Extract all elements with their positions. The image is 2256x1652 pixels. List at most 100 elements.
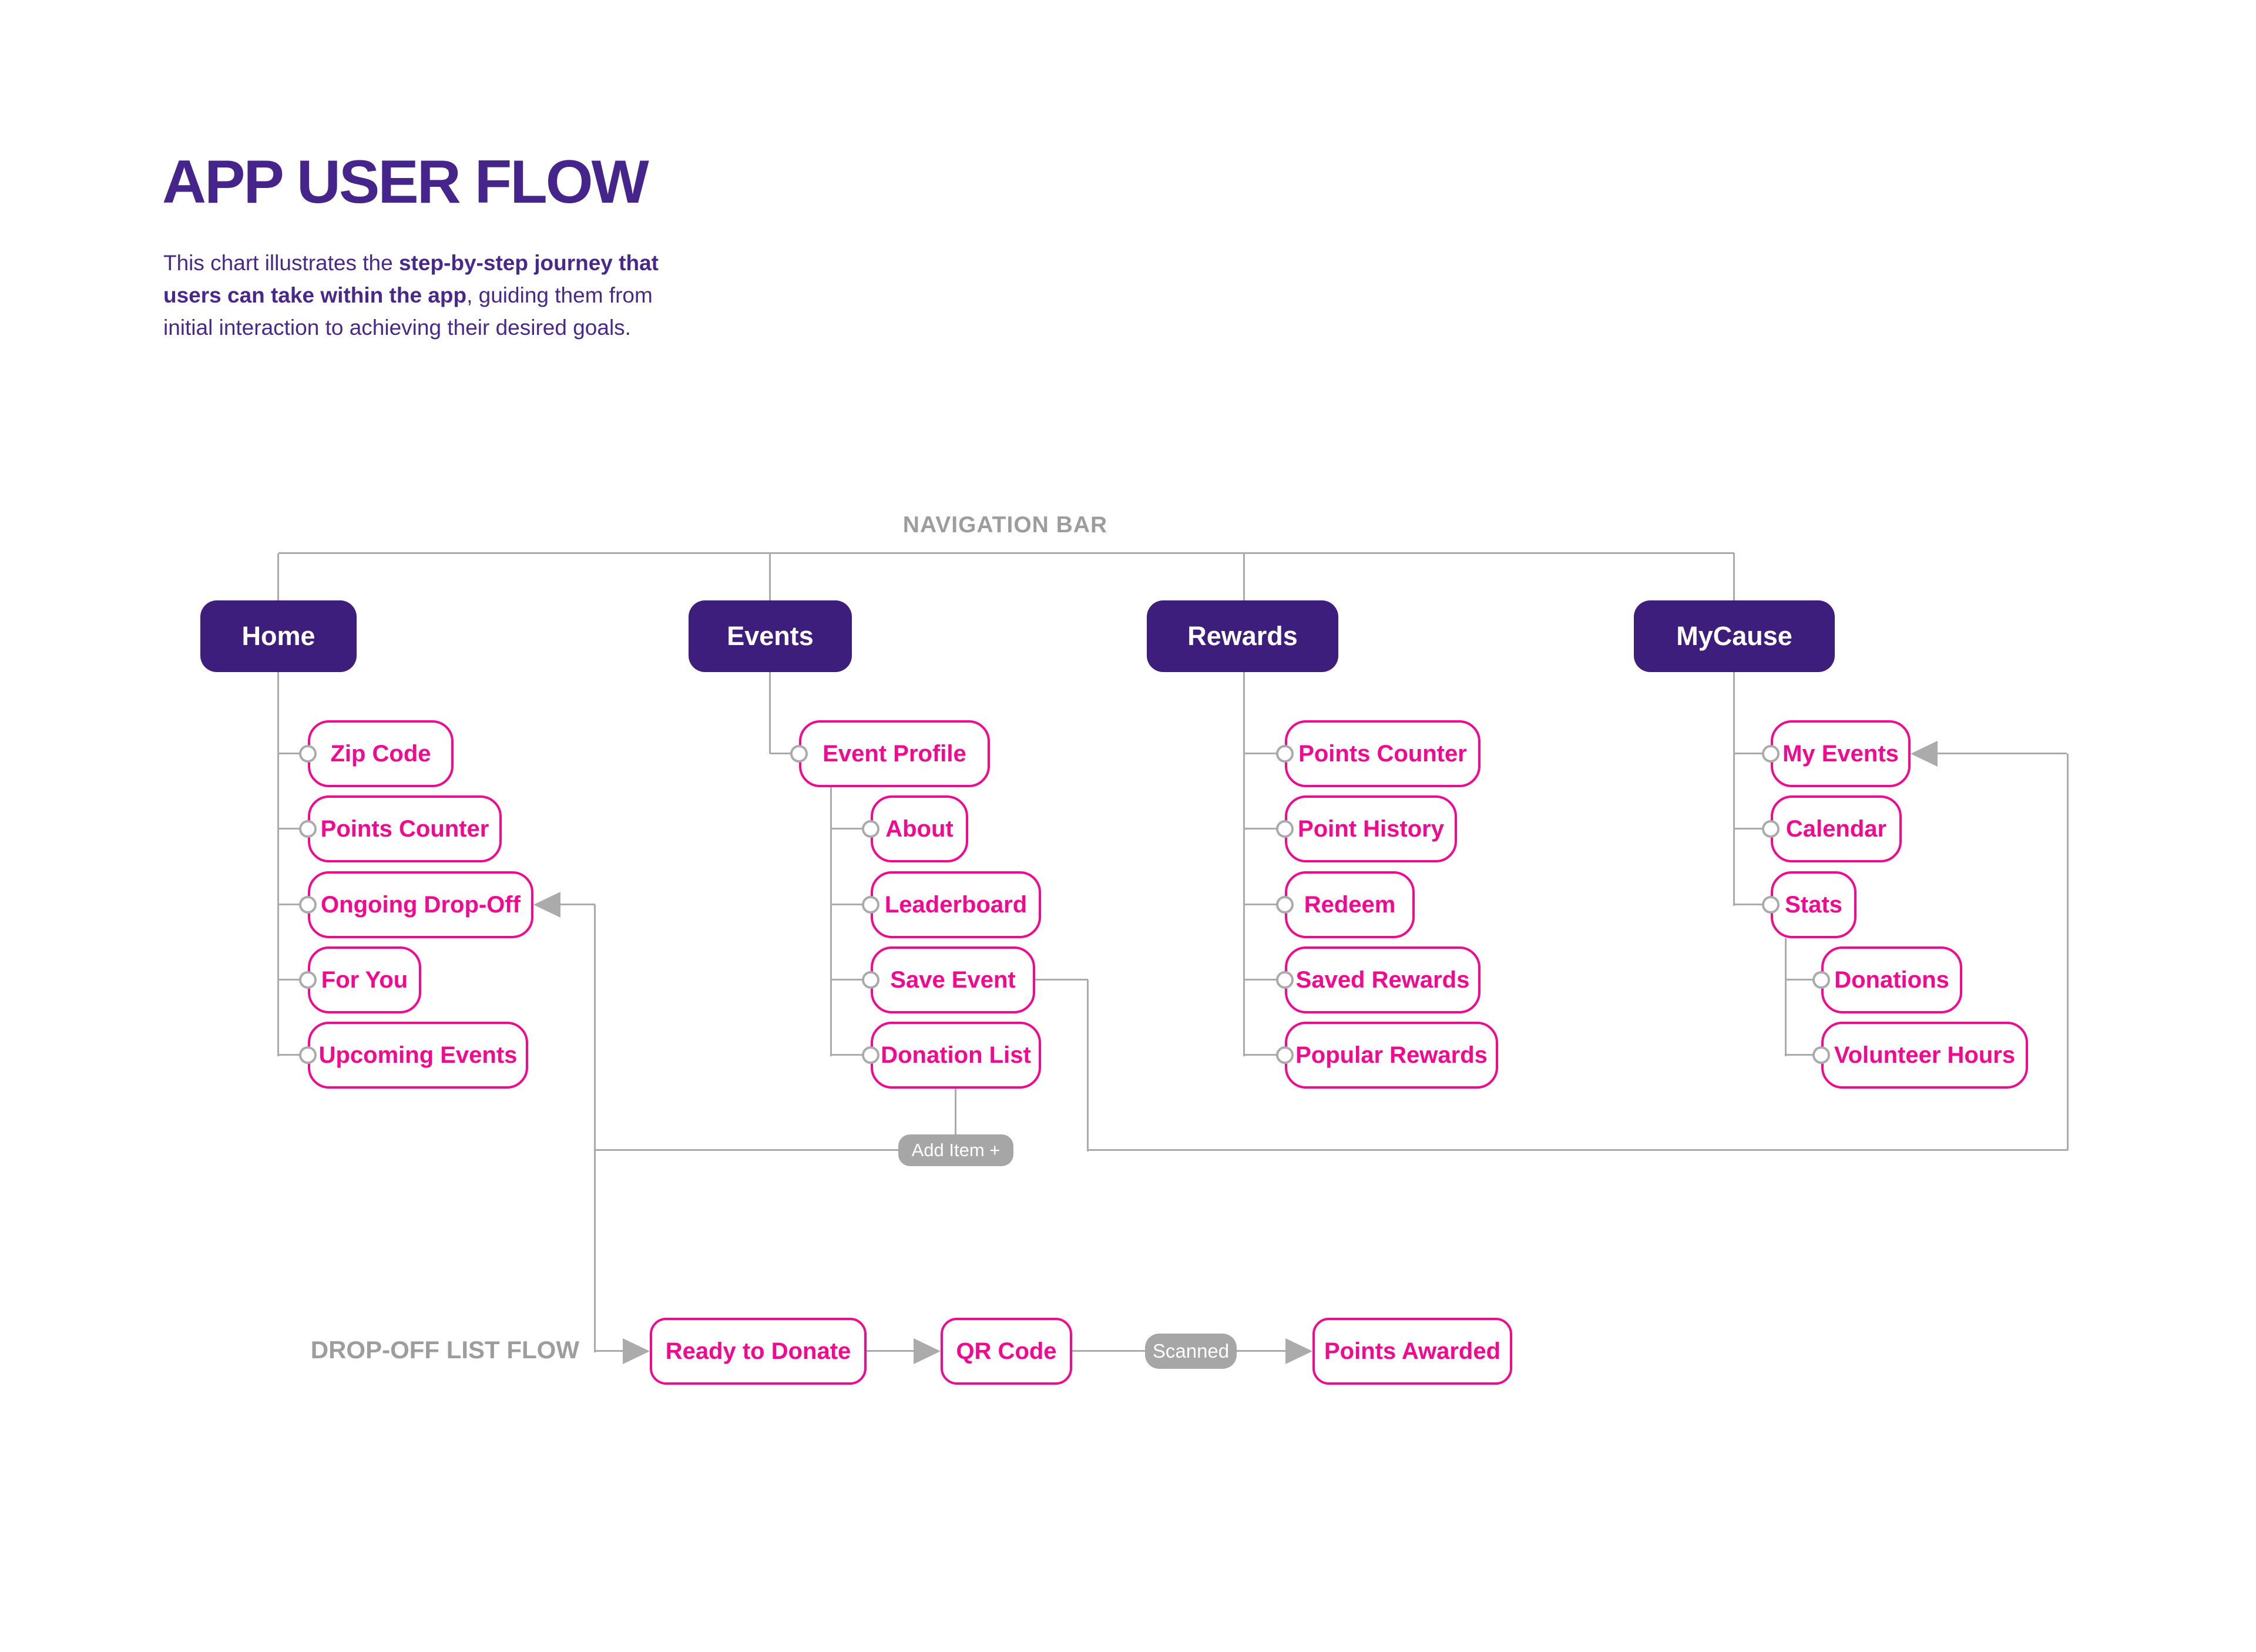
pill-zip-code[interactable]: Zip Code [308,720,454,787]
connector-dot [862,896,879,914]
nav-stub-home [277,553,279,600]
connector-dot [790,745,808,763]
connector-dot [299,1046,317,1064]
stats-subtrunk-line [1785,938,1787,1056]
connector-line [867,1350,916,1352]
pill-points-counter-home[interactable]: Points Counter [308,795,502,862]
pill-my-events[interactable]: My Events [1771,720,1911,787]
save-event-to-my-events-line [1088,1149,2068,1151]
nav-stub-events [769,553,771,600]
nav-tab-mycause[interactable]: MyCause [1634,600,1835,672]
connector-dot [1762,820,1780,838]
connector-line [2067,754,2069,1150]
dropoff-list-flow-label: DROP-OFF LIST FLOW [310,1336,579,1364]
arrowhead-into-ongoing-drop-off [533,892,560,918]
connector-stub [278,753,308,754]
pill-save-event[interactable]: Save Event [871,946,1035,1013]
add-item-badge[interactable]: Add Item + [898,1134,1013,1166]
add-item-left-line [595,1149,898,1151]
nav-stub-mycause [1733,553,1735,600]
nav-tab-rewards[interactable]: Rewards [1147,600,1338,672]
connector-line [1237,1350,1288,1352]
connector-dot [299,745,317,763]
arrowhead-into-points-awarded [1285,1338,1312,1364]
connector-dot [1276,971,1294,989]
subtitle-bold-text: users can take within the app [163,283,467,307]
connector-stub [278,904,308,905]
navigation-bar-label: NAVIGATION BAR [902,512,1108,538]
nav-tab-events[interactable]: Events [689,600,852,672]
connector-stub [1244,828,1285,830]
pill-ongoing-drop-off[interactable]: Ongoing Drop-Off [308,871,533,938]
pill-donation-list[interactable]: Donation List [871,1022,1041,1089]
connector-dot [299,971,317,989]
connector-line [1087,980,1089,1151]
arrowhead-into-qr-code [914,1338,941,1364]
connector-dot [1276,1046,1294,1064]
pill-for-you[interactable]: For You [308,946,421,1013]
pill-upcoming-events[interactable]: Upcoming Events [308,1022,528,1089]
connector-dot [299,820,317,838]
subtitle-text: , guiding them from [466,283,653,307]
pill-event-profile[interactable]: Event Profile [799,720,990,787]
pill-volunteer-hours[interactable]: Volunteer Hours [1821,1022,2028,1089]
nav-bar-line [278,552,1734,554]
pill-calendar[interactable]: Calendar [1771,795,1902,862]
donation-list-drop-line [955,1089,956,1136]
scanned-badge: Scanned [1145,1334,1237,1369]
connector-dot [1812,1046,1830,1064]
connector-stub [1786,1054,1821,1056]
box-qr-code[interactable]: QR Code [941,1318,1072,1385]
events-trunk-line [769,672,771,754]
connector-dot [1812,971,1830,989]
dropoff-trunk-line [594,905,596,1352]
connector-dot [299,896,317,914]
connector-stub [1734,828,1771,830]
connector-line [1072,1350,1145,1352]
connector-stub [831,828,871,830]
connector-stub [1244,753,1285,754]
pill-about[interactable]: About [871,795,968,862]
connector-stub [831,904,871,905]
connector-line [595,1350,624,1352]
connector-stub [1244,904,1285,905]
connector-stub [831,1054,871,1056]
connector-stub [278,1054,308,1056]
pill-popular-rewards[interactable]: Popular Rewards [1285,1022,1498,1089]
pill-redeem[interactable]: Redeem [1285,871,1415,938]
connector-dot [1276,745,1294,763]
connector-stub [278,979,308,981]
save-event-out-line [1035,979,1088,981]
pill-saved-rewards[interactable]: Saved Rewards [1285,946,1480,1013]
connector-stub [278,828,308,830]
pill-point-history[interactable]: Point History [1285,795,1457,862]
connector-stub [770,753,799,754]
box-ready-to-donate[interactable]: Ready to Donate [650,1318,867,1385]
connector-stub [831,979,871,981]
pill-stats[interactable]: Stats [1771,871,1856,938]
pill-points-counter-rewards[interactable]: Points Counter [1285,720,1480,787]
connector-dot [1762,896,1780,914]
event-profile-subtrunk-line [830,787,832,1056]
connector-stub [1244,979,1285,981]
subtitle-bold-text: step-by-step journey that [398,251,659,275]
subtitle-text: This chart illustrates the [163,251,399,275]
pill-leaderboard[interactable]: Leaderboard [871,871,1041,938]
connector-dot [1762,745,1780,763]
connector-dot [862,971,879,989]
subtitle-text: initial interaction to achieving their d… [163,315,631,340]
nav-stub-rewards [1243,553,1245,600]
connector-stub [1734,753,1771,754]
connector-line [1938,753,2067,754]
connector-dot [862,820,879,838]
arrowhead-into-my-events [1911,741,1938,767]
nav-tab-home[interactable]: Home [200,600,357,672]
pill-donations[interactable]: Donations [1821,946,1962,1013]
connector-dot [862,1046,879,1064]
connector-stub [1786,979,1821,981]
connector-dot [1276,896,1294,914]
mycause-trunk-line [1733,672,1735,906]
home-trunk-line [277,672,279,1056]
rewards-trunk-line [1243,672,1245,1056]
box-points-awarded[interactable]: Points Awarded [1312,1318,1512,1385]
